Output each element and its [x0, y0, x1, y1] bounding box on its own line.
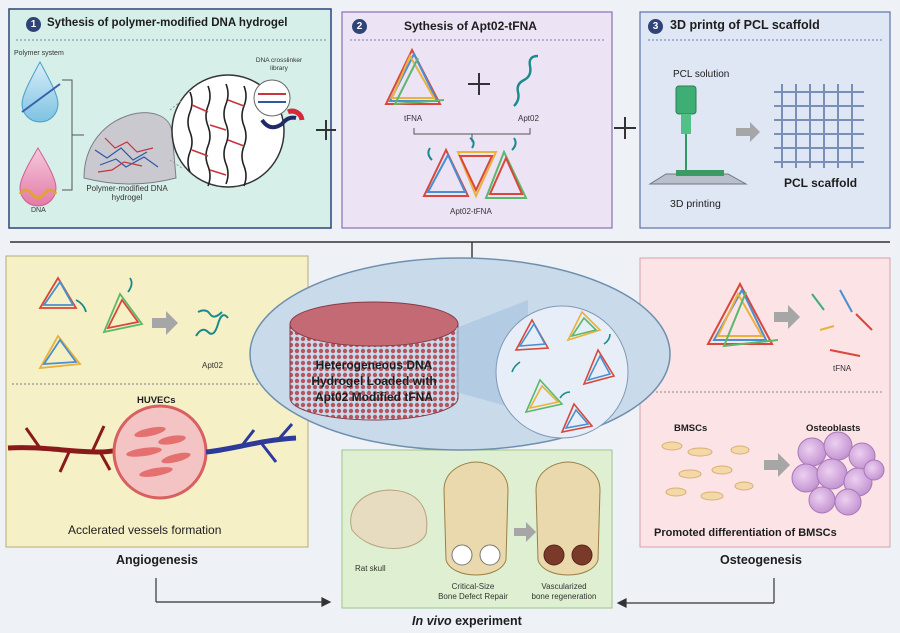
hydrogel-cylinder-top: [289, 301, 459, 347]
regen-label-line1: Vascularized: [541, 582, 587, 591]
center-title-line1: Heterogeneous DNA: [315, 358, 433, 372]
apt02-label: Apt02: [518, 114, 539, 123]
panel-1-number-badge: 1: [26, 17, 41, 32]
print-bed-icon: [648, 173, 748, 185]
released-apt02-icon: [195, 309, 229, 337]
hydrogel-mesh-blue: [94, 147, 159, 168]
panel-2-number-badge: 2: [352, 19, 367, 34]
invivo-caption-rest: experiment: [451, 614, 522, 628]
polymer-chain-icon: [260, 115, 297, 130]
crosslinker-library-circle: [253, 79, 291, 117]
angiogenesis-section-label: Angiogenesis: [116, 553, 198, 567]
defect-label-line2: Bone Defect Repair: [438, 592, 508, 601]
arrow-right-to-invivo: [616, 598, 774, 608]
panel-3-number-badge: 3: [648, 19, 663, 34]
arrow-icon-invivo: [514, 522, 536, 542]
panel-1-title: Sythesis of polymer-modified DNA hydroge…: [47, 17, 288, 29]
printer-nozzle-icon: [675, 85, 697, 115]
osteo-tfna-icon: [706, 281, 779, 348]
plus-icon-1: [316, 120, 336, 140]
huvec-cells: [126, 426, 191, 477]
polymer-drop-icon: [21, 60, 59, 123]
pcl-scaffold-label: PCL scaffold: [784, 176, 858, 190]
vein-icon: [205, 435, 297, 455]
invivo-caption-italic: In vivo: [412, 614, 452, 628]
pcl-solution-label: PCL solution: [673, 69, 730, 80]
polymer-end-red-icon: [286, 108, 305, 121]
released-tfna-fragments: [811, 289, 873, 357]
huvec-circle: [112, 404, 208, 500]
arrow-icon-osteo-1: [774, 305, 800, 329]
polymer-system-label: Polymer system: [14, 50, 64, 57]
panel-3-title: 3D printg of PCL scaffold: [670, 18, 820, 32]
invivo-caption: In vivo experiment: [412, 614, 522, 628]
osteo-caption: Promoted differentiation of BMSCs: [654, 527, 837, 539]
apt02-strand-icon: [513, 54, 539, 107]
angio-tfna-icons: [38, 276, 144, 370]
angio-apt02-label: Apt02: [202, 361, 223, 370]
zoom-tfna-icons: [511, 310, 616, 434]
plus-icon-2: [614, 117, 636, 139]
bmsc-cells: [661, 441, 754, 501]
bmsc-label: BMSCs: [674, 423, 708, 434]
osteogenesis-section-label: Osteogenesis: [720, 553, 802, 567]
network-crosslinks: [191, 99, 245, 176]
hydrogel-label: Polymer-modified DNA hydrogel: [86, 184, 168, 202]
osteoblasts-label: Osteoblasts: [806, 423, 861, 434]
huvec-label: HUVECs: [137, 395, 176, 406]
dna-label: DNA: [31, 207, 46, 214]
arrow-icon-angio: [152, 311, 178, 335]
printing-label: 3D printing: [670, 198, 721, 210]
arrow-left-to-invivo: [156, 597, 332, 607]
apt02-tfna-label: Apt02-tFNA: [450, 207, 492, 216]
tfna-label: tFNA: [404, 114, 423, 123]
osteoblast-cells: [791, 431, 885, 516]
defect-label-line1: Critical-Size: [451, 582, 495, 591]
rat-skull-label: Rat skull: [355, 564, 386, 573]
rat-skull-icon: [350, 489, 428, 549]
hydrogel-mesh-red: [97, 137, 154, 173]
hydrogel-cylinder-body: [289, 323, 459, 421]
pcl-scaffold-icon: [774, 84, 864, 168]
apt02-tfna-complex-icon: [422, 137, 528, 199]
angio-caption: Acclerated vessels formation: [68, 523, 222, 537]
osteo-tfna-label: tFNA: [833, 364, 852, 373]
crosslinker-library-label: DNA crosslinker library: [255, 57, 303, 72]
hydrogel-dome-icon: [83, 112, 177, 185]
arrow-icon-osteo-2: [764, 453, 790, 477]
polymer-strand-icon: [21, 83, 61, 113]
plus-icon-inner: [468, 73, 490, 95]
merge-bracket: [62, 79, 84, 191]
tfna-triangle-icon: [384, 47, 445, 106]
center-title-line2: Hydrogel Loaded with: [311, 374, 437, 388]
regen-label-line2: bone regeneration: [531, 592, 597, 601]
arrow-icon-p3: [736, 122, 760, 142]
dna-strand-icon: [18, 188, 58, 200]
network-strands: [187, 83, 247, 187]
center-title-line3: Apt02 Modified tFNA: [315, 390, 433, 404]
panel-2-title: Sythesis of Apt02-tFNA: [404, 19, 537, 33]
